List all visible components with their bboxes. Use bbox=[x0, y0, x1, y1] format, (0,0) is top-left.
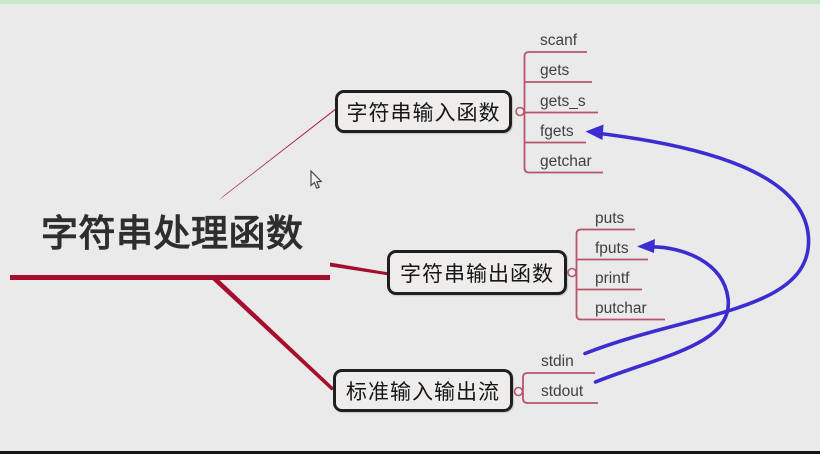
topic-label: 标准输入输出流 bbox=[346, 379, 500, 404]
top-strip bbox=[0, 0, 820, 4]
child-topic-scanf[interactable]: scanf bbox=[540, 32, 578, 49]
child-topic-puts[interactable]: puts bbox=[595, 209, 625, 227]
branch-line-to-stream bbox=[212, 280, 335, 391]
root-topic-underline bbox=[10, 275, 330, 280]
branch-line-to-input bbox=[218, 105, 340, 201]
topic-string-input-functions[interactable]: 字符串输入函数 bbox=[335, 90, 512, 133]
child-topic-gets-s[interactable]: gets_s bbox=[540, 92, 586, 110]
topic-standard-io-streams[interactable]: 标准输入输出流 bbox=[333, 369, 513, 412]
topic-label: 字符串输出函数 bbox=[400, 261, 554, 286]
topic-string-output-functions[interactable]: 字符串输出函数 bbox=[387, 250, 567, 295]
child-topic-fgets[interactable]: fgets bbox=[540, 122, 574, 140]
collapse-handle-output[interactable] bbox=[567, 267, 577, 278]
child-topic-getchar[interactable]: getchar bbox=[540, 152, 592, 170]
child-topic-stdin[interactable]: stdin bbox=[541, 353, 574, 370]
bottom-bar bbox=[0, 451, 820, 454]
child-topic-gets[interactable]: gets bbox=[540, 62, 570, 79]
mouse-cursor-icon bbox=[310, 169, 323, 189]
child-topic-printf[interactable]: printf bbox=[595, 269, 630, 287]
collapse-handle-input[interactable] bbox=[515, 106, 525, 117]
root-topic[interactable]: 字符串处理函数 bbox=[41, 214, 304, 255]
collapse-handle-stream[interactable] bbox=[513, 386, 524, 397]
topic-label: 字符串输入函数 bbox=[346, 100, 501, 125]
child-topic-putchar[interactable]: putchar bbox=[595, 299, 647, 317]
child-topic-stdout[interactable]: stdout bbox=[541, 383, 584, 400]
child-topic-fputs[interactable]: fputs bbox=[595, 239, 629, 257]
branch-line-to-output bbox=[330, 262, 389, 276]
